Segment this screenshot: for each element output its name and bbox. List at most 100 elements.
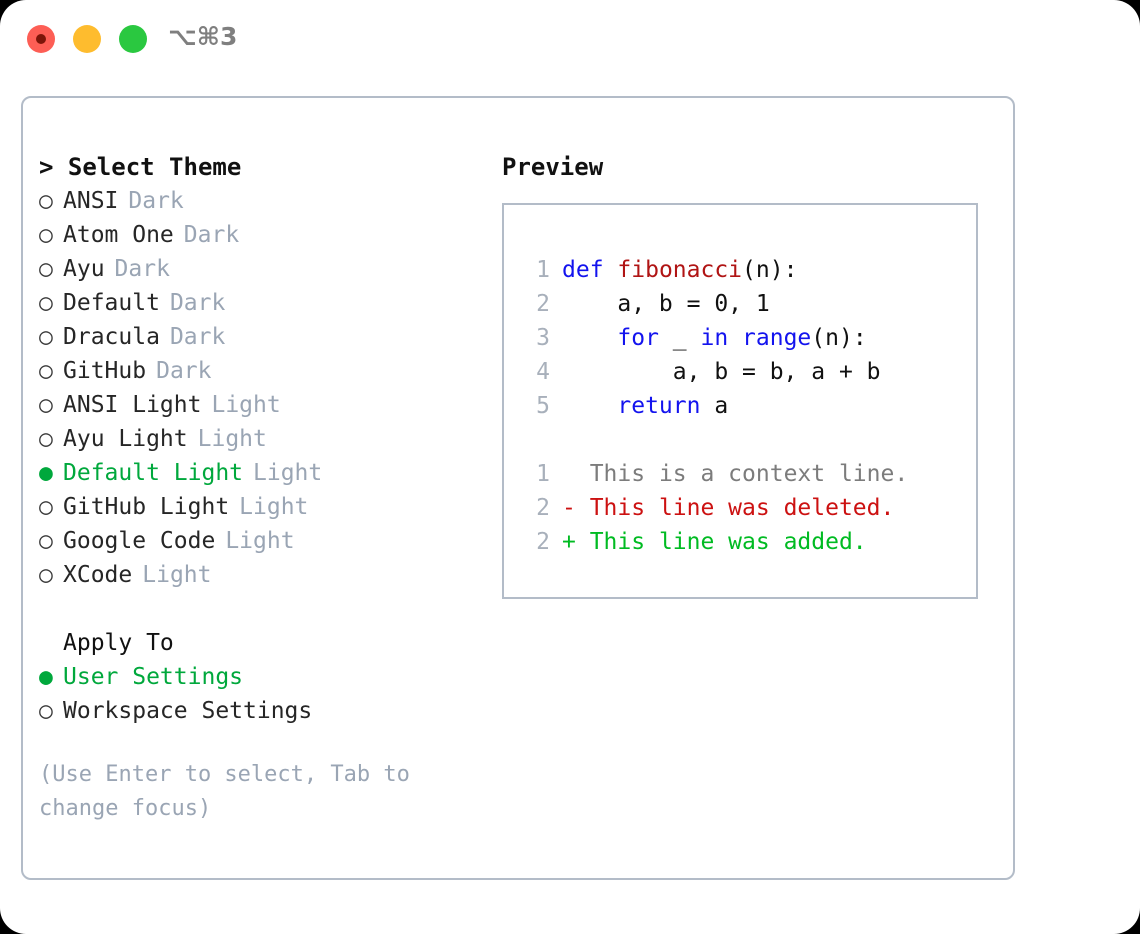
window-titlebar: ⌥⌘3 <box>0 0 1140 78</box>
code-line-content: return a <box>562 389 728 423</box>
apply-to-list[interactable]: ● User Settings ○Workspace Settings <box>39 660 499 728</box>
theme-option-google-code[interactable]: ○ Google Code Light <box>39 524 499 558</box>
code-line-content: a, b = 0, 1 <box>562 287 770 321</box>
theme-option-label: GitHub Light <box>63 494 230 520</box>
minimize-button[interactable] <box>73 25 101 53</box>
code-line-content: for _ in range(n): <box>562 321 866 355</box>
radio-unselected-icon[interactable]: ○ <box>39 358 53 384</box>
theme-option-category: Dark <box>114 256 170 282</box>
code-token: def <box>562 257 604 283</box>
help-text: (Use Enter to select, Tab to change focu… <box>39 762 424 821</box>
diff-sign <box>562 461 590 487</box>
keyboard-shortcut-label: ⌥⌘3 <box>168 22 238 51</box>
theme-option-ayu[interactable]: ○ Ayu Dark <box>39 252 499 286</box>
diff-line-ctx: 1 This is a context line. <box>524 457 908 491</box>
diff-text: This line was added. <box>589 529 867 555</box>
theme-option-label: XCode <box>63 562 133 588</box>
theme-option-category: Dark <box>183 222 240 248</box>
diff-line-number: 1 <box>536 461 550 487</box>
diff-text: This is a context line. <box>589 461 909 487</box>
close-button[interactable] <box>27 25 55 53</box>
theme-option-label: Atom One <box>63 222 174 248</box>
code-line: 2 a, b = 0, 1 <box>524 287 908 321</box>
diff-text: This line was deleted. <box>589 495 895 521</box>
radio-unselected-icon[interactable]: ○ <box>39 392 53 418</box>
code-blank-line <box>524 423 908 457</box>
theme-option-label: ANSI <box>63 188 119 214</box>
radio-unselected-icon[interactable]: ○ <box>39 698 53 724</box>
theme-option-category: Light <box>142 562 212 588</box>
theme-option-atom-one[interactable]: ○ Atom One Dark <box>39 218 499 252</box>
code-line: 3 for _ in range(n): <box>524 321 908 355</box>
diff-line-content: This is a context line. <box>562 457 909 491</box>
radio-unselected-icon[interactable]: ○ <box>39 188 53 214</box>
window-controls[interactable] <box>27 25 147 53</box>
theme-option-category: Light <box>197 426 267 452</box>
code-token: for <box>617 325 659 351</box>
radio-unselected-icon[interactable]: ○ <box>39 290 53 316</box>
code-token: range <box>742 325 812 351</box>
theme-option-label: Ayu Light <box>63 426 188 452</box>
theme-option-label: ANSI Light <box>63 392 202 418</box>
preview-title: Preview <box>502 153 604 181</box>
select-theme-header: > Select Theme <box>39 153 242 181</box>
radio-unselected-icon[interactable]: ○ <box>39 324 53 350</box>
diff-line-add: 2 + This line was added. <box>524 525 908 559</box>
theme-option-ayu-light[interactable]: ○ Ayu Light Light <box>39 422 499 456</box>
radio-unselected-icon[interactable]: ○ <box>39 528 53 554</box>
radio-unselected-icon[interactable]: ○ <box>39 222 53 248</box>
code-token: a, b = 0, 1 <box>617 291 770 317</box>
theme-option-label: Google Code <box>63 528 216 554</box>
theme-option-github-light[interactable]: ○ GitHub Light Light <box>39 490 499 524</box>
theme-option-label: Default Light <box>63 460 244 486</box>
code-token: in <box>700 325 729 351</box>
theme-option-label: Default <box>63 290 160 316</box>
diff-line-del: 2- This line was deleted. <box>524 491 908 525</box>
diff-line-number: 2 <box>536 529 550 555</box>
diff-sign: - <box>562 495 590 521</box>
diff-line-content: + This line was added. <box>562 525 867 559</box>
code-line-number: 4 <box>536 359 550 385</box>
code-line-number: 2 <box>536 291 550 317</box>
theme-option-category: Dark <box>156 358 212 384</box>
theme-option-github[interactable]: ○ GitHub Dark <box>39 354 499 388</box>
code-token <box>604 257 618 283</box>
radio-selected-icon[interactable]: ● <box>39 460 53 486</box>
apply-to-header: Apply To <box>63 630 174 656</box>
apply-to-option-user-settings[interactable]: ● User Settings <box>39 660 499 694</box>
radio-unselected-icon[interactable]: ○ <box>39 562 53 588</box>
theme-option-label: Dracula <box>63 324 160 350</box>
code-line-content: a, b = b, a + b <box>562 355 881 389</box>
diff-sign: + <box>562 529 590 555</box>
code-line-number: 1 <box>536 257 550 283</box>
radio-unselected-icon[interactable]: ○ <box>39 426 53 452</box>
code-line-number: 3 <box>536 325 550 351</box>
apply-to-option-label: User Settings <box>63 664 244 690</box>
radio-unselected-icon[interactable]: ○ <box>39 256 53 282</box>
code-line: 4 a, b = b, a + b <box>524 355 908 389</box>
code-token: return <box>617 393 701 419</box>
theme-option-category: Light <box>225 528 295 554</box>
radio-selected-icon[interactable]: ● <box>39 664 53 690</box>
radio-unselected-icon[interactable]: ○ <box>39 494 53 520</box>
code-line-number: 5 <box>536 393 550 419</box>
theme-option-label: GitHub <box>63 358 147 384</box>
code-token: a <box>700 393 729 419</box>
maximize-button[interactable] <box>119 25 147 53</box>
apply-to-option-workspace-settings[interactable]: ○Workspace Settings <box>39 694 499 728</box>
code-token: _ <box>658 325 701 351</box>
code-token: fibonacci <box>617 257 743 283</box>
theme-option-category: Light <box>239 494 309 520</box>
theme-option-xcode[interactable]: ○ XCode Light <box>39 558 499 592</box>
theme-option-label: Ayu <box>63 256 105 282</box>
